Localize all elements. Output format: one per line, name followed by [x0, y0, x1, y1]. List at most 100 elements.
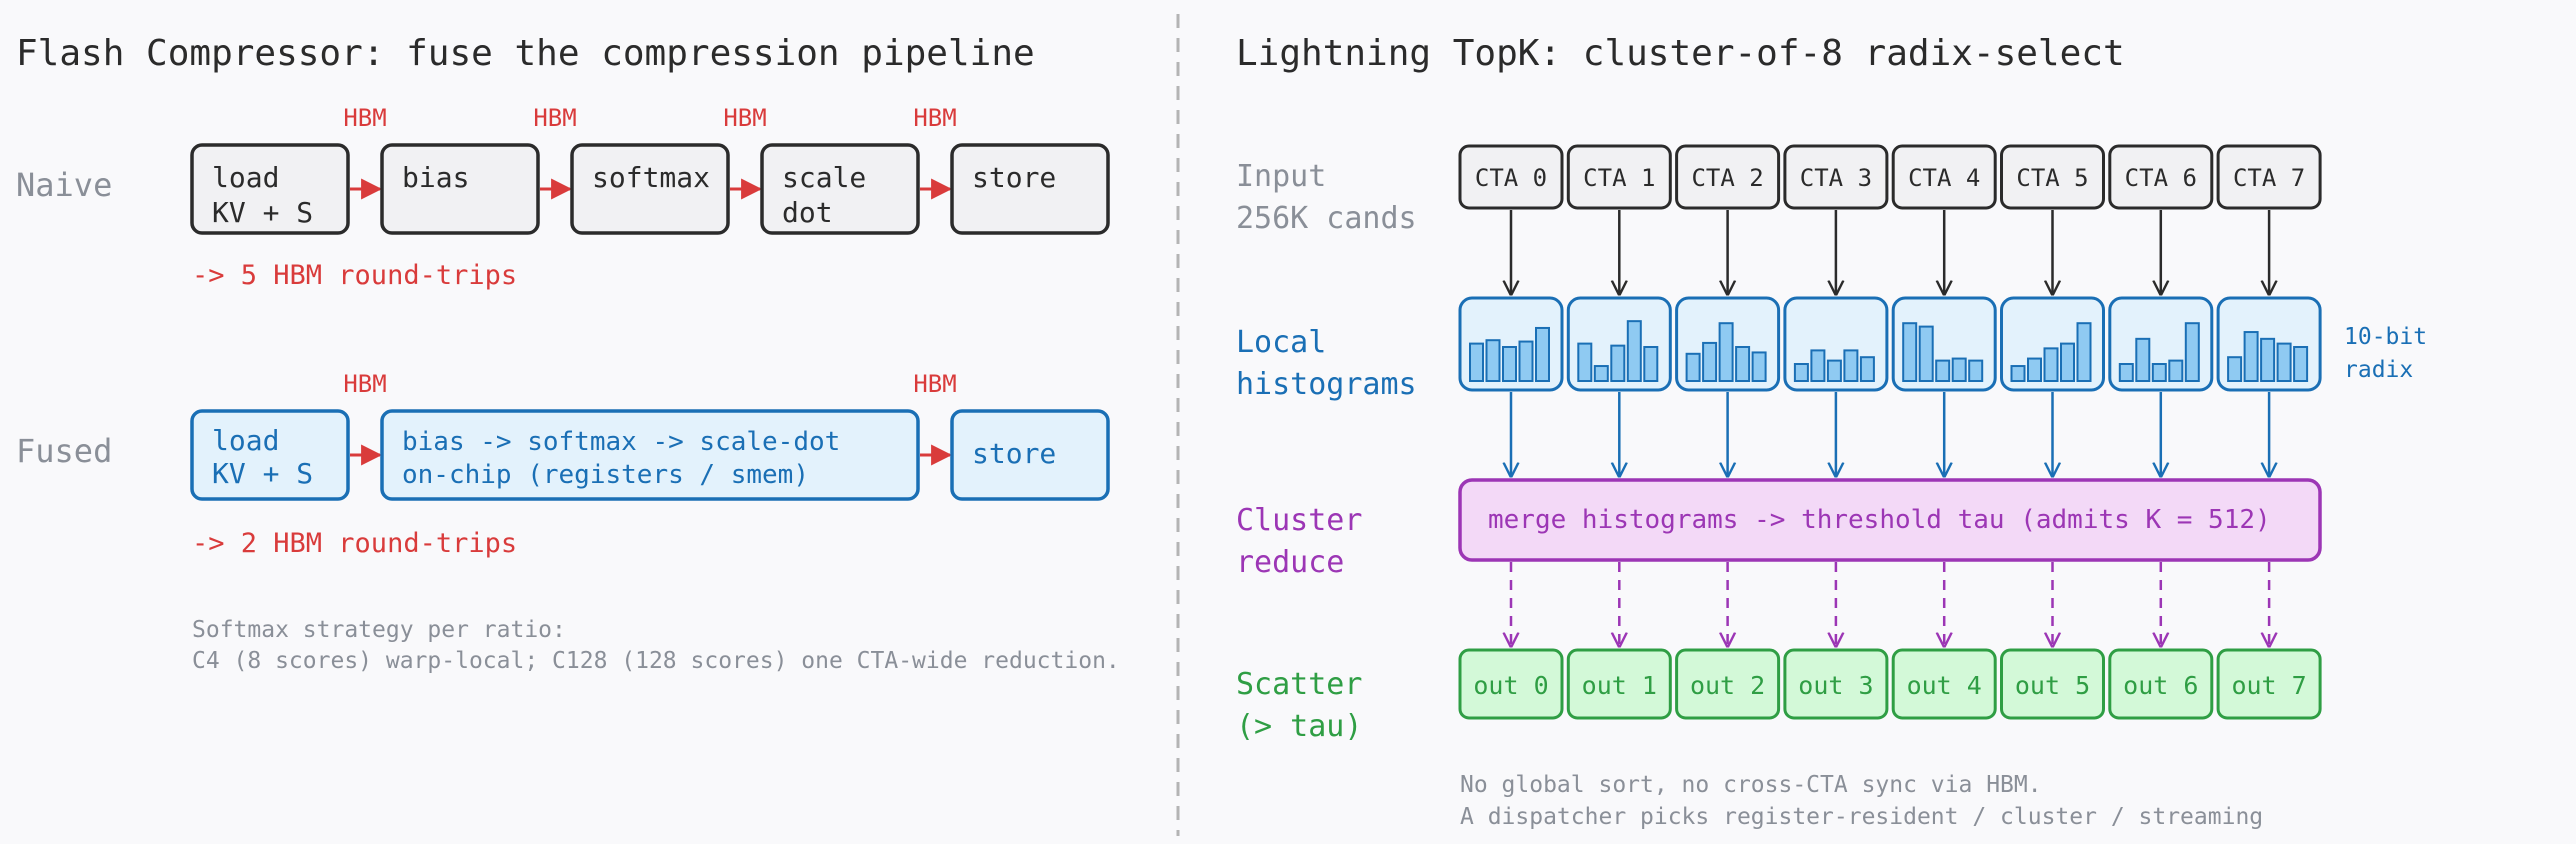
histogram-bar: [1518, 340, 1534, 382]
histogram-bar: [2135, 337, 2151, 382]
scatter-out-label: out 2: [1690, 671, 1765, 700]
left-footnote-line-2: C4 (8 scores) warp-local; C128 (128 scor…: [192, 648, 1120, 674]
histogram-bar: [1951, 357, 1967, 382]
histogram-bar: [1643, 346, 1659, 382]
naive-stage-label: dot: [782, 196, 833, 229]
cta-label: CTA 3: [1800, 164, 1872, 192]
fused-stage-label: KV + S: [212, 457, 313, 490]
local-row-label-line-1: Local: [1236, 325, 1326, 360]
histogram-bar: [1702, 341, 1718, 383]
cta-label: CTA 1: [1583, 164, 1655, 192]
naive-round-trips-note: -> 5 HBM round-trips: [192, 260, 517, 291]
histogram-bar: [1610, 344, 1626, 383]
scatter-out-label: out 4: [1907, 671, 1982, 700]
radix-note-line-2: radix: [2344, 357, 2413, 383]
histogram-bar: [1718, 322, 1734, 383]
naive-hbm-tag: HBM: [533, 104, 576, 132]
histogram-bar: [1751, 351, 1767, 383]
fused-stage-box: [950, 409, 1110, 501]
fused-stage-label: store: [972, 437, 1056, 470]
histogram-bar: [1859, 356, 1875, 383]
histogram-bar: [1469, 342, 1484, 383]
histogram-bar: [1793, 363, 1809, 382]
histogram-bar: [2151, 363, 2167, 382]
naive-stage-label: bias: [402, 161, 469, 194]
histogram-bar: [1968, 359, 1984, 383]
scatter-out-label: out 1: [1582, 671, 1657, 700]
cta-label: CTA 4: [1908, 164, 1980, 192]
cluster-row-label-line-2: reduce: [1236, 545, 1344, 580]
fused-row-label: Fused: [16, 432, 112, 470]
naive-stage-box: [570, 143, 730, 235]
cta-label: CTA 7: [2233, 164, 2305, 192]
fused-stage-box: [190, 409, 350, 501]
scatter-out-box: [1458, 648, 1564, 720]
cta-box: [1458, 144, 1564, 210]
histogram-bar: [2243, 331, 2259, 383]
histogram-bar: [1918, 325, 1934, 383]
fused-hbm-tag: HBM: [343, 370, 386, 398]
cluster-reduce-text: merge histograms -> threshold tau (admit…: [1488, 505, 2271, 535]
naive-hbm-tag: HBM: [913, 104, 956, 132]
scatter-out-label: out 7: [2231, 671, 2306, 700]
histogram-bar: [2010, 365, 2026, 383]
cta-box: [2216, 144, 2322, 210]
histogram-bar: [1735, 346, 1751, 382]
scatter-out-box: [2000, 648, 2105, 720]
fused-stage-label: load: [212, 424, 279, 457]
scatter-out-label: out 3: [1798, 671, 1873, 700]
naive-stage-label: softmax: [592, 161, 710, 194]
right-title: Lightning TopK: cluster-of-8 radix-selec…: [1236, 33, 2125, 74]
histogram-bar: [2118, 363, 2134, 382]
scatter-out-box: [1783, 648, 1889, 720]
naive-stage-label: load: [212, 161, 279, 194]
scatter-out-label: out 0: [1473, 671, 1548, 700]
cta-label: CTA 2: [1691, 164, 1763, 192]
histogram-bar: [2260, 337, 2276, 382]
cta-box: [1891, 144, 1997, 210]
radix-note-line-1: 10-bit: [2344, 324, 2427, 350]
histogram-bar: [2276, 342, 2292, 383]
histogram-bar: [2293, 346, 2309, 382]
scatter-out-label: out 5: [2015, 671, 2090, 700]
right-footnote-line-1: No global sort, no cross-CTA sync via HB…: [1460, 772, 2042, 798]
histogram-bar: [2227, 356, 2243, 383]
histogram-bar: [1810, 349, 1826, 382]
naive-stage-box: [950, 143, 1110, 235]
fused-stage-label: bias -> softmax -> scale-dot: [402, 427, 840, 457]
left-title: Flash Compressor: fuse the compression p…: [16, 33, 1035, 74]
fused-hbm-tag: HBM: [913, 370, 956, 398]
scatter-out-box: [1891, 648, 1997, 720]
fused-round-trips-note: -> 2 HBM round-trips: [192, 528, 517, 559]
histogram-bar: [1502, 346, 1517, 382]
histogram-bar: [2027, 357, 2042, 382]
cta-label: CTA 6: [2125, 164, 2197, 192]
input-row-label-line-1: Input: [1236, 159, 1326, 194]
left-footnote-line-1: Softmax strategy per ratio:: [192, 617, 566, 643]
naive-stage-label: scale: [782, 161, 866, 194]
histogram-bar: [1843, 349, 1859, 382]
scatter-out-label: out 6: [2123, 671, 2198, 700]
naive-stage-box: [380, 143, 540, 235]
histogram-bar: [1577, 342, 1593, 383]
naive-hbm-tag: HBM: [723, 104, 766, 132]
histogram-bar: [2168, 359, 2184, 383]
scatter-out-box: [1566, 648, 1672, 720]
histogram-bar: [1826, 359, 1842, 383]
scatter-out-box: [1675, 648, 1781, 720]
fused-stage-box: [380, 409, 920, 501]
naive-stage-label: store: [972, 161, 1056, 194]
histogram-bar: [2076, 322, 2092, 383]
naive-stage-box: [760, 143, 920, 235]
histogram-bar: [1593, 365, 1609, 383]
scatter-row-label-line-1: Scatter: [1236, 667, 1362, 702]
scatter-row-label-line-2: (> tau): [1236, 709, 1362, 744]
fused-stage-label: on-chip (registers / smem): [402, 460, 809, 490]
histogram-bar: [1685, 352, 1701, 382]
cta-box: [1783, 144, 1889, 210]
flash-compressor-panel: Flash Compressor: fuse the compression p…: [16, 33, 1120, 674]
cta-box: [1566, 144, 1672, 210]
cta-box: [2108, 144, 2214, 210]
